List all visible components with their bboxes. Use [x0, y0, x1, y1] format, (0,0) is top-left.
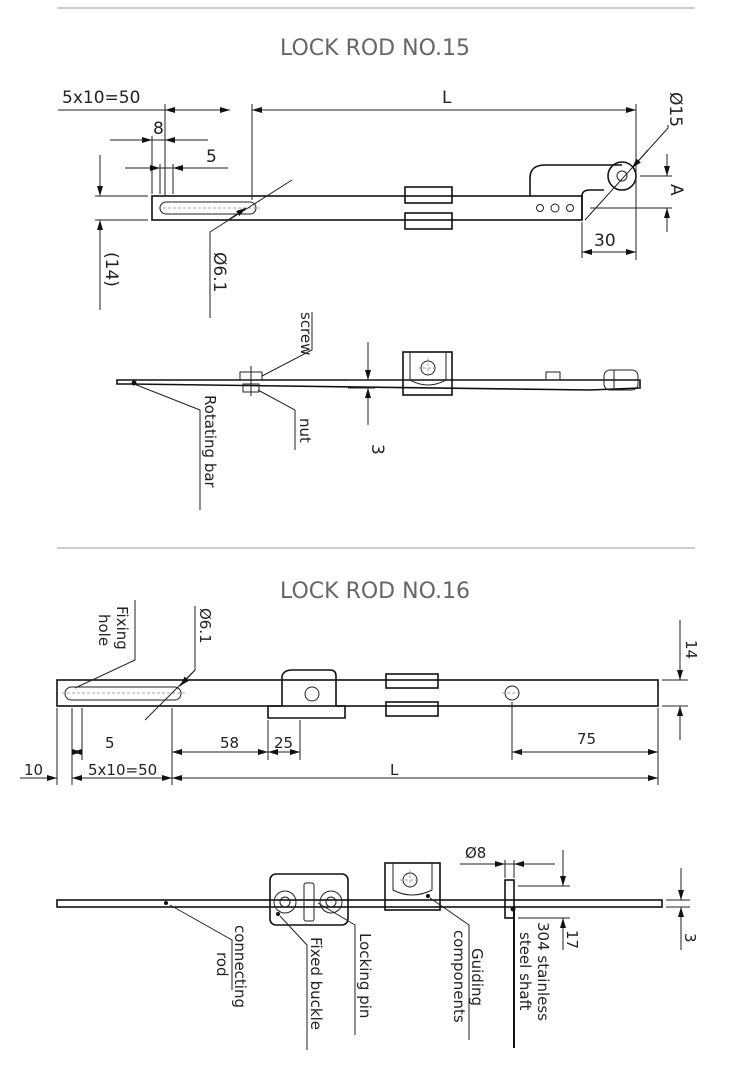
pivot-disk: [607, 161, 637, 191]
dim-14: 14: [682, 640, 700, 659]
dim-5: 5: [105, 734, 115, 752]
dim-25: 25: [274, 734, 293, 752]
guide-block-bottom: [404, 212, 453, 230]
dim-3: 3: [367, 444, 387, 455]
lock-rod-15-top-view: 5x10=50 L 8 5 (14) Ø6.1 Ø15 A 30: [58, 88, 686, 318]
bracket-hole: [304, 686, 320, 702]
dim-10: 10: [24, 761, 43, 779]
guide-block-side: [402, 351, 453, 396]
dim-a: A: [666, 184, 686, 196]
dim-length: L: [390, 761, 399, 779]
dim-d15: Ø15: [665, 92, 685, 127]
label-connecting-rod-2: rod: [213, 952, 231, 977]
label-guiding-2: components: [450, 930, 468, 1023]
label-screw: screw: [297, 312, 315, 355]
dim-75: 75: [577, 730, 596, 748]
guide-block-bottom: [385, 701, 439, 717]
section1-title: LOCK ROD NO.15: [280, 36, 470, 61]
dim-pitch: 5x10=50: [62, 88, 140, 108]
guide-block-top: [385, 673, 439, 689]
label-shaft-1: 304 stainless: [534, 922, 552, 1021]
guiding-component: [384, 862, 441, 911]
rivet-hole: [566, 204, 574, 212]
bracket-arm: [529, 164, 622, 196]
rotating-bar: [116, 379, 641, 391]
label-fixing-hole-2: hole: [95, 614, 113, 646]
fixing-slot: [62, 686, 185, 701]
dim-17: 17: [563, 930, 581, 949]
screw-nut-assembly: [239, 366, 263, 396]
dim-d61: Ø6.1: [209, 252, 229, 292]
fixed-bracket: [267, 669, 346, 719]
guide-block-top: [404, 186, 453, 204]
dim-58: 58: [220, 734, 239, 752]
label-guiding-1: Guiding: [468, 948, 486, 1006]
lock-rod-16-side-view: connecting rod Fixed buckle Locking pin …: [56, 844, 699, 1050]
rod-bar: [151, 195, 583, 221]
dim-d61: Ø6.1: [196, 608, 214, 644]
dim-30: 30: [594, 231, 616, 251]
label-nut: nut: [296, 418, 314, 443]
rivet-hole: [550, 203, 560, 213]
dim-8: 8: [153, 119, 164, 139]
dim-length: L: [442, 88, 452, 108]
adjustment-slot: [158, 201, 260, 215]
dim-5: 5: [206, 147, 217, 167]
locking-pin: [303, 882, 315, 922]
label-connecting-rod-1: connecting: [231, 925, 249, 1008]
pivot-end-side: [545, 369, 639, 391]
stainless-shaft: [504, 879, 515, 919]
label-rotating-bar: Rotating bar: [201, 395, 219, 489]
dim-3: 3: [681, 933, 699, 943]
label-shaft-2: steel shaft: [516, 932, 534, 1011]
bracket-end: [581, 189, 604, 220]
rod-bar: [56, 679, 659, 707]
fixed-buckle: [269, 873, 349, 926]
dim-14: (14): [101, 252, 121, 287]
label-fixing-hole-1: Fixing: [113, 606, 131, 650]
label-fixed-buckle: Fixed buckle: [307, 937, 325, 1030]
section2-title: LOCK ROD NO.16: [280, 579, 470, 604]
lock-rod-16-top-view: Fixing hole Ø6.1 14 5 58 25 75 10 5x10=5…: [20, 600, 700, 785]
connecting-rod: [56, 899, 663, 908]
pivot-hole: [616, 170, 628, 182]
dim-d8: Ø8: [465, 844, 486, 862]
label-locking-pin: Locking pin: [356, 933, 374, 1018]
rivet-hole: [536, 204, 544, 212]
dim-pitch: 5x10=50: [88, 761, 157, 779]
lock-rod-15-side-view: screw nut Rotating bar 3: [116, 312, 641, 510]
